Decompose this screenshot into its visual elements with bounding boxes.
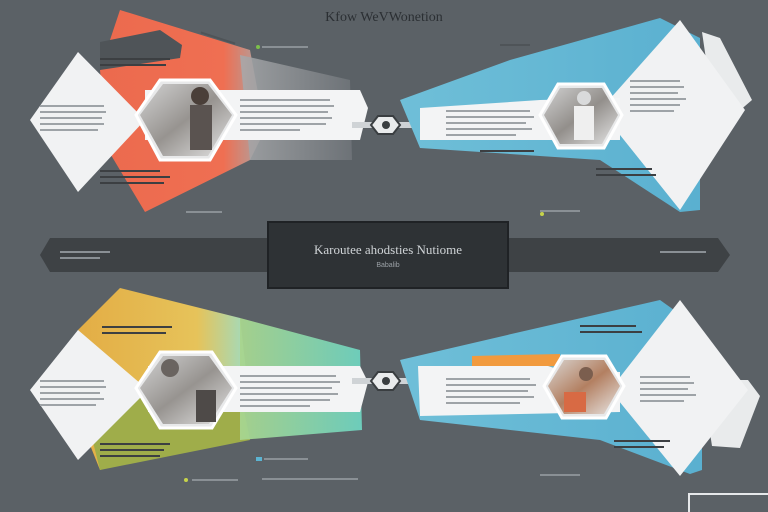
center-banner bbox=[40, 221, 730, 289]
red-text-lines bbox=[100, 58, 170, 184]
photo-body bbox=[190, 105, 212, 150]
grey-caption-line bbox=[540, 474, 580, 476]
right-diamond-panel bbox=[600, 20, 745, 210]
corner-frame bbox=[688, 493, 768, 512]
blue-text-lines bbox=[480, 150, 656, 176]
top-left-section bbox=[30, 10, 368, 213]
blue-bullet-icon bbox=[256, 457, 262, 461]
orange-strip bbox=[472, 354, 560, 368]
text-lines bbox=[40, 375, 340, 407]
grey-caption-line bbox=[540, 210, 580, 212]
text-lines bbox=[446, 376, 696, 404]
text-lines bbox=[40, 99, 334, 131]
bottom-left-section bbox=[30, 288, 368, 482]
text-lines bbox=[446, 80, 686, 136]
bottom-right-section bbox=[400, 300, 760, 476]
page-title: Kfow WeVWonetion bbox=[325, 10, 443, 25]
chain-link-icon bbox=[352, 115, 420, 135]
green-bullet-icon bbox=[540, 212, 544, 216]
banner-subtitle: Babalib bbox=[376, 262, 400, 269]
left-diamond-panel bbox=[30, 52, 145, 192]
photo-head bbox=[191, 87, 209, 105]
left-diamond-panel bbox=[30, 330, 148, 460]
top-right-section bbox=[400, 18, 752, 216]
yellow-text-lines bbox=[100, 326, 172, 457]
green-bullet-icon bbox=[256, 45, 260, 49]
green-bullet-icon bbox=[184, 478, 188, 482]
grey-caption-line bbox=[186, 211, 222, 213]
blue-text-lines bbox=[580, 325, 670, 448]
banner-title: Karoutee ahodsties Nutiome bbox=[313, 242, 462, 257]
